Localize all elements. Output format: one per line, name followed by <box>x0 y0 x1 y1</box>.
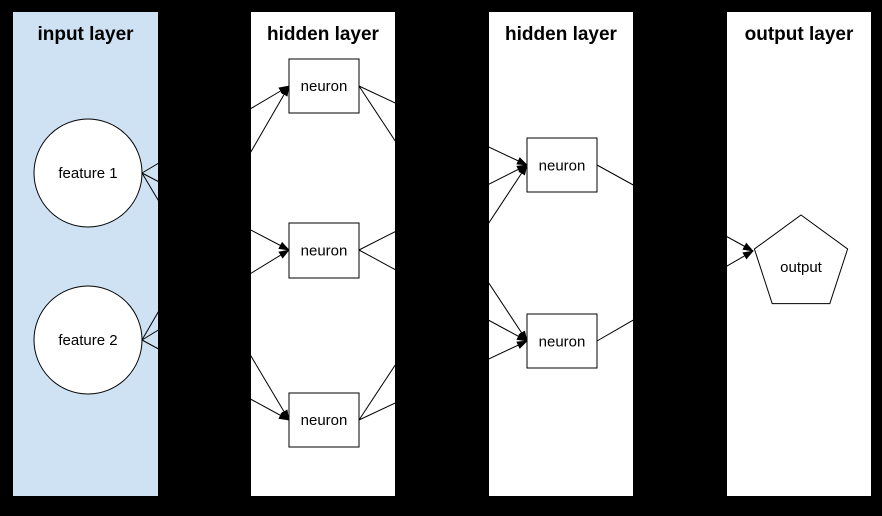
edge-h1n3-h2n2 <box>358 340 528 421</box>
edge-h1n1-h2n1 <box>358 85 528 166</box>
label-hidden1-neuron-1: neuron <box>301 78 348 95</box>
edge-h2n2-out <box>596 250 754 342</box>
panel-title-output-layer: output layer <box>745 24 854 45</box>
node-feature-1 <box>33 118 143 228</box>
panel-title-hidden-layer-2: hidden layer <box>505 24 618 45</box>
edge-h1n3-h2n1 <box>358 164 528 421</box>
node-hidden2-neuron-2 <box>526 313 598 369</box>
edge-h2n1-out <box>596 164 754 252</box>
edge-f1-h1n3 <box>141 172 290 421</box>
label-hidden1-neuron-2: neuron <box>301 243 348 260</box>
edge-f2-h1n1 <box>141 85 290 341</box>
panel-title-hidden-layer-1: hidden layer <box>267 24 380 45</box>
edge-f2-h1n2 <box>141 249 290 341</box>
edge-h1n2-h2n2 <box>358 249 528 342</box>
label-feature-1: feature 1 <box>58 165 117 182</box>
node-hidden2-neuron-1 <box>526 137 598 193</box>
edges-group <box>141 85 754 421</box>
node-hidden1-neuron-3 <box>288 392 360 448</box>
node-hidden1-neuron-1 <box>288 58 360 114</box>
panel-input-layer <box>13 12 158 496</box>
edge-f1-h1n2 <box>141 172 290 251</box>
label-hidden2-neuron-2: neuron <box>539 334 586 351</box>
edge-f2-h1n3 <box>141 339 290 421</box>
node-feature-2 <box>33 285 143 395</box>
edge-f1-h1n1 <box>141 85 290 174</box>
node-output <box>753 214 849 305</box>
panel-title-input-layer: input layer <box>37 24 134 45</box>
label-hidden1-neuron-3: neuron <box>301 412 348 429</box>
panel-hidden-layer-2 <box>489 12 633 496</box>
label-hidden2-neuron-1: neuron <box>539 158 586 175</box>
edge-h1n2-h2n1 <box>358 164 528 251</box>
edge-h1n1-h2n2 <box>358 85 528 342</box>
label-output: output <box>780 259 823 276</box>
node-hidden1-neuron-2 <box>288 222 360 279</box>
label-feature-2: feature 2 <box>58 332 117 349</box>
